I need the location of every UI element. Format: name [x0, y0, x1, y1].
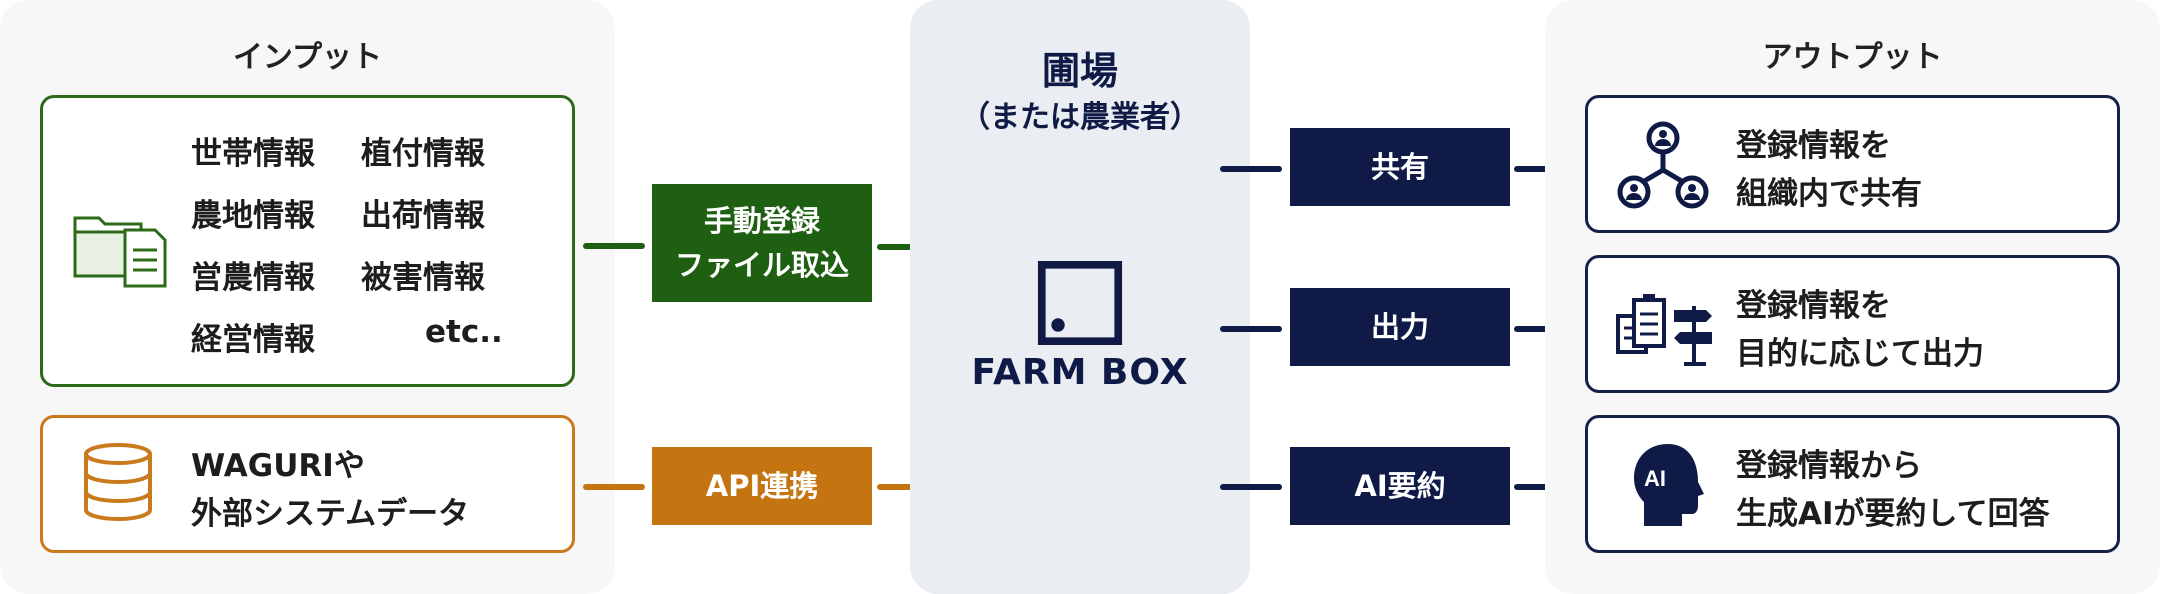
info-item: 農地情報 [191, 198, 315, 234]
network-share-icon [1617, 121, 1709, 209]
info-item: 出荷情報 [361, 198, 485, 234]
info-box: 世帯情報 植付情報 農地情報 出荷情報 営農情報 被害情報 経営情報 etc.. [40, 95, 575, 387]
info-item: 世帯情報 [191, 136, 315, 172]
output-box: 登録情報を 目的に応じて出力 [1585, 255, 2120, 393]
ai-summary-line2: 生成AIが要約して回答 [1736, 496, 2050, 532]
manual-flow-line [583, 243, 645, 249]
ai-icon-text: AI [1644, 466, 1666, 491]
info-item: 被害情報 [361, 260, 485, 296]
database-icon [84, 443, 152, 521]
output-label-text: 出力 [1370, 310, 1429, 344]
ai-summary-line1: 登録情報から [1736, 448, 1922, 484]
external-line2: 外部システムデータ [191, 496, 470, 532]
external-line1: WAGURIや [191, 448, 365, 484]
ai-head-icon: AI [1634, 444, 1704, 526]
info-item: 営農情報 [191, 260, 315, 296]
center-title: 圃場 [1041, 49, 1118, 93]
share-label-text: 共有 [1370, 150, 1429, 184]
farm-box-logo-text: FARM BOX [971, 352, 1189, 393]
input-title: インプット [232, 40, 383, 75]
share-flow-line [1220, 166, 1282, 172]
share-line1: 登録情報を [1736, 128, 1891, 164]
center-subtitle: （または農業者） [960, 100, 1200, 135]
output-label: 出力 [1290, 288, 1510, 366]
ai-flow-line [1220, 484, 1282, 490]
documents-signpost-icon [1616, 294, 1712, 366]
external-data-box: WAGURIや 外部システムデータ [40, 415, 575, 553]
output-title: アウトプット [1762, 40, 1943, 75]
output-line1: 登録情報を [1736, 288, 1891, 324]
manual-import-line2: ファイル取込 [674, 248, 849, 282]
share-line2: 組織内で共有 [1736, 176, 1922, 212]
ai-summary-label: AI要約 [1290, 447, 1510, 525]
share-label: 共有 [1290, 128, 1510, 206]
manual-import-label: 手動登録 ファイル取込 [652, 184, 872, 302]
manual-import-line1: 手動登録 [703, 204, 820, 238]
share-box: 登録情報を 組織内で共有 [1585, 95, 2120, 233]
api-flow-line [583, 484, 645, 490]
ai-summary-box: AI 登録情報から 生成AIが要約して回答 [1585, 415, 2120, 553]
farm-box-logo-icon [1037, 260, 1123, 346]
center-panel: 圃場 （または農業者） FARM BOX [910, 0, 1250, 594]
info-item: etc.. [425, 314, 503, 350]
ai-summary-label-text: AI要約 [1354, 469, 1446, 503]
info-item: 経営情報 [191, 322, 315, 358]
folder-icon [73, 216, 167, 288]
api-label-text: API連携 [705, 469, 819, 503]
output-flow-line [1220, 326, 1282, 332]
api-label: API連携 [652, 447, 872, 525]
output-line2: 目的に応じて出力 [1736, 336, 1984, 372]
info-item: 植付情報 [361, 136, 485, 172]
